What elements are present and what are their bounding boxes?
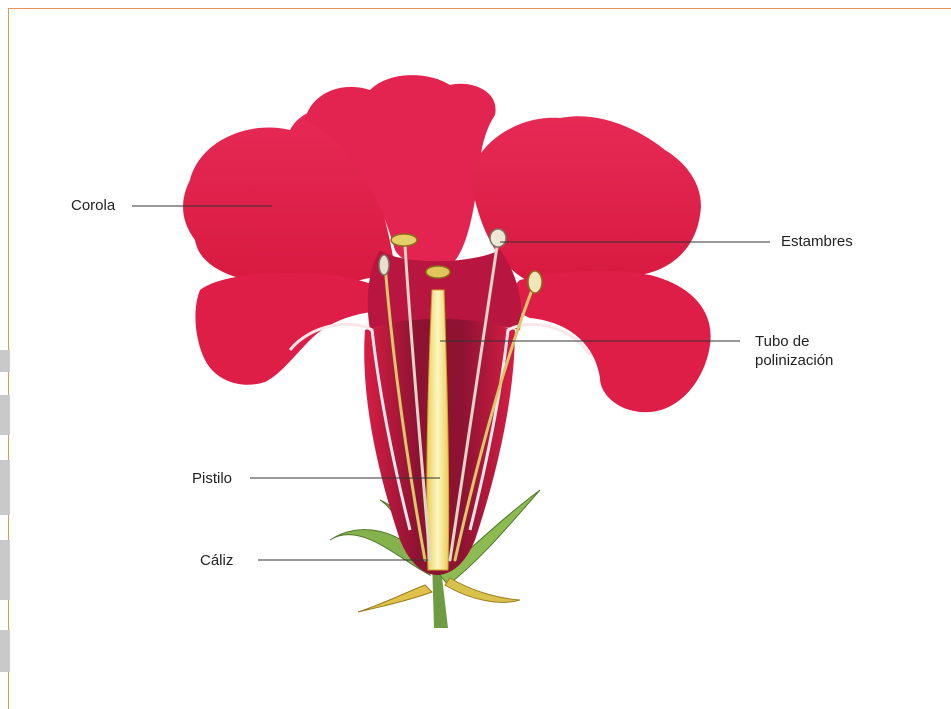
label-estambres: Estambres xyxy=(781,232,853,251)
label-pistilo: Pistilo xyxy=(192,469,232,488)
label-tubo-line2: polinización xyxy=(755,351,833,370)
label-caliz: Cáliz xyxy=(200,551,233,570)
label-tubo-de-polinizacion: Tubo de polinización xyxy=(755,332,833,370)
label-corola: Corola xyxy=(71,196,115,215)
label-tubo-line1: Tubo de xyxy=(755,332,833,351)
